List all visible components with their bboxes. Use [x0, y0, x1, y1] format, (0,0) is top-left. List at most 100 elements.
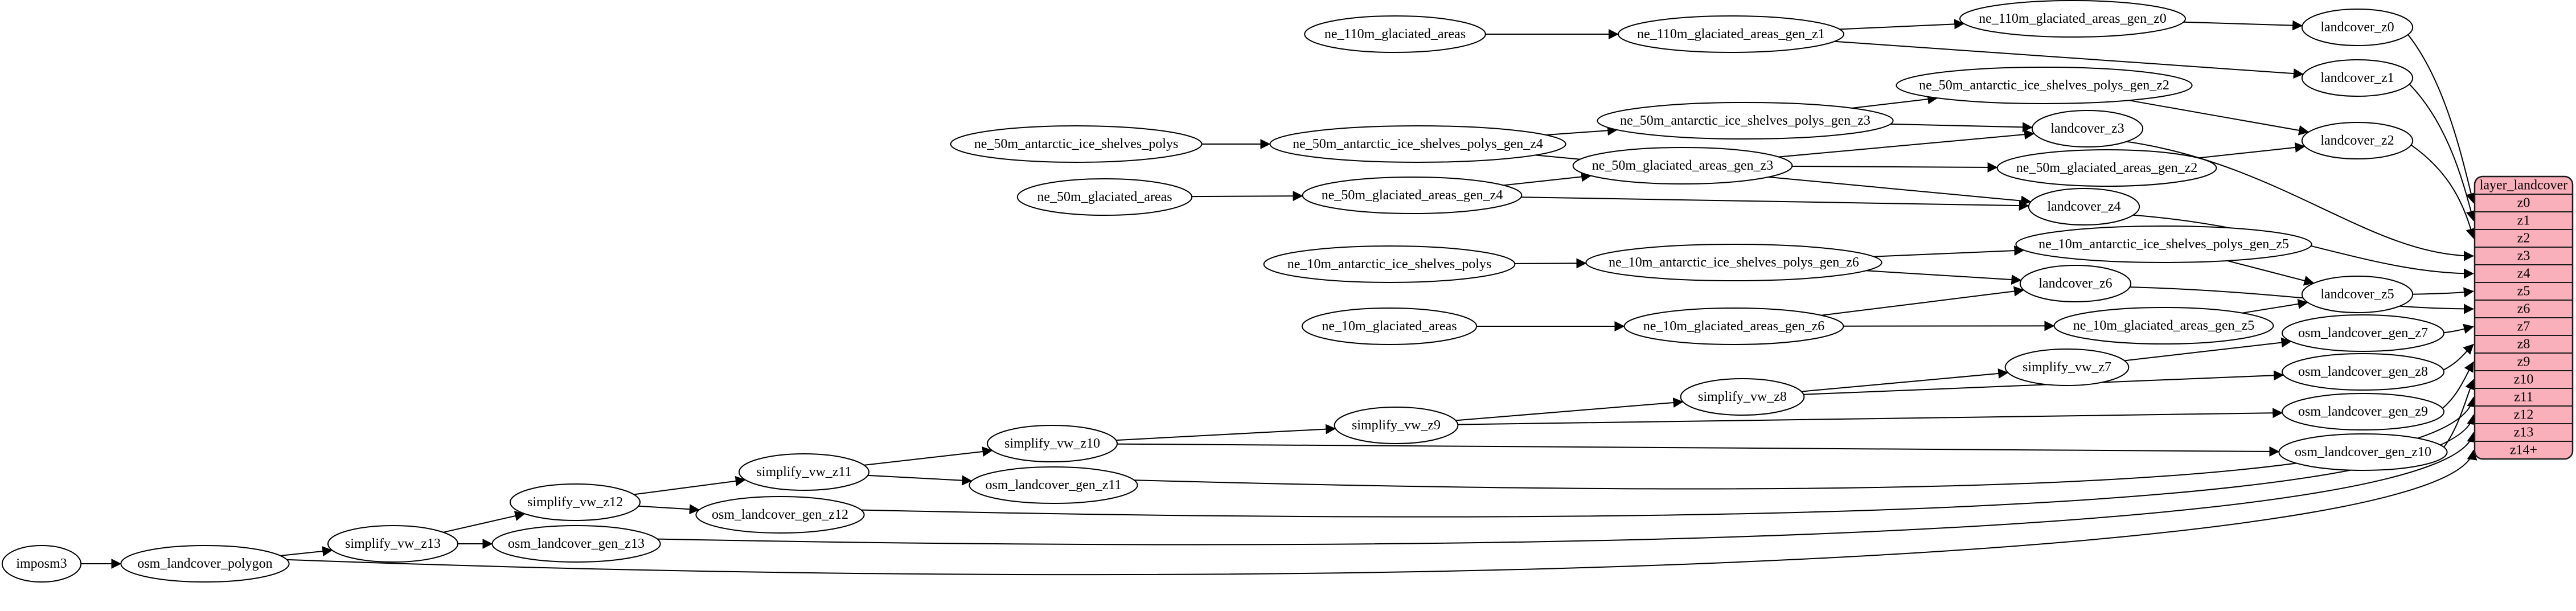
- edge-ne_50m_antarctic_ice_shelves_polys_gen_z2-to-landcover_z2: [2128, 100, 2310, 136]
- node-landcover_z3: landcover_z3: [2031, 110, 2144, 147]
- edge-ne_50m_antarctic_ice_shelves_polys_gen_z3-to-ne_50m_antarctic_ice_shelves_polys_gen_z2: [1852, 94, 1938, 109]
- edge-landcover_z5-to-layer_landcover-z5: [2413, 287, 2474, 298]
- node-landcover_z6-shape: [2019, 265, 2132, 302]
- node-osm_landcover_polygon: osm_landcover_polygon: [120, 545, 290, 583]
- edge-simplify_vw_z12-to-simplify_vw_z11: [634, 475, 746, 495]
- node-ne_50m_glaciated_areas-shape: [1016, 178, 1193, 216]
- edge-ne_110m_glaciated_areas_gen_z1-to-ne_110m_glaciated_areas_gen_z0: [1839, 19, 1965, 30]
- edge-simplify_vw_z9-to-osm_landcover_gen_z9: [1458, 408, 2283, 425]
- node-ne_110m_glaciated_areas-shape: [1304, 15, 1486, 53]
- node-ne_110m_glaciated_areas-label: ne_110m_glaciated_areas: [1324, 27, 1466, 42]
- edge-osm_landcover_gen_z8-to-layer_landcover-z8: [2443, 343, 2474, 371]
- node-ne_10m_glaciated_areas_gen_z6-shape: [1623, 307, 1844, 345]
- edge-ne_10m_glaciated_areas_gen_z5-to-landcover_z5: [2242, 298, 2308, 314]
- table-row-z3: z3: [2517, 249, 2530, 264]
- table-row-z4: z4: [2517, 266, 2530, 281]
- edge-landcover_z2-to-layer_landcover-z2: [2410, 144, 2476, 239]
- node-ne_50m_glaciated_areas_gen_z4: ne_50m_glaciated_areas_gen_z4: [1302, 177, 1523, 214]
- node-ne_10m_antarctic_ice_shelves_polys_gen_z5: ne_10m_antarctic_ice_shelves_polys_gen_z…: [2015, 225, 2312, 263]
- node-osm_landcover_gen_z8-shape: [2282, 353, 2444, 391]
- node-landcover_z5-shape: [2301, 276, 2414, 313]
- node-osm_landcover_gen_z12-shape: [695, 496, 865, 534]
- node-landcover_z4-shape: [2028, 188, 2140, 225]
- node-ne_50m_glaciated_areas_gen_z2: ne_50m_glaciated_areas_gen_z2: [1996, 149, 2217, 187]
- node-landcover_z2: landcover_z2: [2301, 122, 2414, 159]
- node-ne_50m_antarctic_ice_shelves_polys-shape: [950, 125, 1203, 163]
- node-simplify_vw_z11: simplify_vw_z11: [739, 453, 869, 491]
- node-osm_landcover_gen_z13-label: osm_landcover_gen_z13: [508, 536, 645, 551]
- node-ne_50m_antarctic_ice_shelves_polys_gen_z4-shape: [1269, 125, 1566, 163]
- node-simplify_vw_z11-shape: [739, 453, 869, 491]
- node-osm_landcover_gen_z9: osm_landcover_gen_z9: [2282, 393, 2444, 430]
- table-row-z9: z9: [2517, 355, 2530, 370]
- edge-landcover_z1-to-layer_landcover-z1: [2409, 84, 2476, 222]
- node-landcover_z3-label: landcover_z3: [2050, 121, 2124, 136]
- table-row-z0: z0: [2517, 196, 2530, 211]
- table-row-z1: z1: [2517, 214, 2530, 228]
- edge-simplify_vw_z7-to-osm_landcover_gen_z7: [2124, 337, 2292, 362]
- node-landcover_z0-shape: [2301, 9, 2414, 46]
- node-ne_50m_glaciated_areas_gen_z3: ne_50m_glaciated_areas_gen_z3: [1572, 147, 1793, 184]
- node-imposm3-shape: [1, 545, 82, 583]
- node-ne_10m_antarctic_ice_shelves_polys-label: ne_10m_antarctic_ice_shelves_polys: [1287, 257, 1492, 272]
- edge-simplify_vw_z11-to-simplify_vw_z10: [864, 446, 993, 466]
- node-ne_10m_antarctic_ice_shelves_polys: ne_10m_antarctic_ice_shelves_polys: [1263, 245, 1516, 283]
- edge-simplify_vw_z13-to-simplify_vw_z12: [443, 511, 526, 533]
- node-osm_landcover_gen_z9-label: osm_landcover_gen_z9: [2298, 404, 2428, 419]
- node-simplify_vw_z7-shape: [2004, 348, 2130, 386]
- node-ne_10m_antarctic_ice_shelves_polys_gen_z6-label: ne_10m_antarctic_ice_shelves_polys_gen_z…: [1609, 255, 1859, 270]
- node-osm_landcover_gen_z11-shape: [969, 466, 1138, 504]
- node-landcover_z2-shape: [2301, 122, 2414, 159]
- node-simplify_vw_z12-shape: [510, 483, 641, 521]
- edge-landcover_z6-to-layer_landcover-z6: [2130, 286, 2474, 314]
- node-simplify_vw_z8: simplify_vw_z8: [1680, 378, 1805, 416]
- edge-osm_landcover_gen_z10-to-layer_landcover-z10: [2443, 379, 2475, 448]
- node-ne_110m_glaciated_areas_gen_z1-label: ne_110m_glaciated_areas_gen_z1: [1637, 27, 1825, 42]
- node-simplify_vw_z13: simplify_vw_z13: [327, 525, 458, 563]
- edge-simplify_vw_z11-to-osm_landcover_gen_z11: [868, 474, 973, 486]
- node-simplify_vw_z7-label: simplify_vw_z7: [2023, 360, 2111, 375]
- table-layer_landcover: layer_landcoverz0z1z2z3z4z5z6z7z8z9z10z1…: [2474, 175, 2574, 460]
- node-osm_landcover_gen_z7: osm_landcover_gen_z7: [2282, 314, 2444, 352]
- node-osm_landcover_gen_z9-shape: [2282, 393, 2444, 430]
- node-ne_50m_glaciated_areas_gen_z4-shape: [1302, 177, 1523, 214]
- node-landcover_z1: landcover_z1: [2301, 59, 2414, 97]
- node-simplify_vw_z11-label: simplify_vw_z11: [756, 465, 851, 479]
- node-ne_110m_glaciated_areas_gen_z0-shape: [1959, 0, 2186, 38]
- node-osm_landcover_gen_z10-shape: [2278, 433, 2448, 471]
- node-ne_10m_antarctic_ice_shelves_polys_gen_z5-shape: [2015, 225, 2312, 263]
- node-landcover_z6: landcover_z6: [2019, 265, 2132, 302]
- edge-osm_landcover_gen_z7-to-layer_landcover-z7: [2443, 323, 2474, 334]
- node-osm_landcover_gen_z12: osm_landcover_gen_z12: [695, 496, 865, 534]
- node-ne_10m_glaciated_areas_gen_z5-shape: [2053, 307, 2274, 345]
- node-ne_110m_glaciated_areas_gen_z1-shape: [1618, 15, 1844, 53]
- node-simplify_vw_z8-label: simplify_vw_z8: [1698, 389, 1787, 404]
- node-ne_50m_antarctic_ice_shelves_polys_gen_z2: ne_50m_antarctic_ice_shelves_polys_gen_z…: [1896, 67, 2193, 104]
- node-ne_10m_antarctic_ice_shelves_polys_gen_z6-shape: [1585, 244, 1882, 281]
- edge-osm_landcover_gen_z12-to-layer_landcover-z12: [861, 414, 2477, 518]
- node-simplify_vw_z10-label: simplify_vw_z10: [1004, 436, 1100, 451]
- node-osm_landcover_gen_z8-label: osm_landcover_gen_z8: [2298, 364, 2428, 379]
- edge-simplify_vw_z9-to-simplify_vw_z8: [1455, 397, 1684, 421]
- table-row-z5: z5: [2517, 284, 2530, 299]
- node-simplify_vw_z9-label: simplify_vw_z9: [1352, 418, 1441, 433]
- node-imposm3: imposm3: [1, 545, 82, 583]
- node-ne_50m_antarctic_ice_shelves_polys-label: ne_50m_antarctic_ice_shelves_polys: [974, 137, 1179, 151]
- node-ne_10m_glaciated_areas_gen_z6-label: ne_10m_glaciated_areas_gen_z6: [1643, 319, 1825, 334]
- node-osm_landcover_gen_z8: osm_landcover_gen_z8: [2282, 353, 2444, 391]
- node-simplify_vw_z13-label: simplify_vw_z13: [345, 536, 441, 551]
- node-osm_landcover_gen_z10-label: osm_landcover_gen_z10: [2295, 445, 2431, 460]
- table-row-z11: z11: [2514, 390, 2533, 405]
- edge-ne_110m_glaciated_areas_gen_z1-to-landcover_z1: [1834, 40, 2304, 79]
- edge-ne_10m_antarctic_ice_shelves_polys_gen_z6-to-ne_10m_antarctic_ice_shelves_polys_gen_z5: [1873, 245, 2025, 257]
- node-ne_10m_glaciated_areas_gen_z5: ne_10m_glaciated_areas_gen_z5: [2053, 307, 2274, 345]
- node-osm_landcover_gen_z11: osm_landcover_gen_z11: [969, 466, 1138, 504]
- node-landcover_z3-shape: [2031, 110, 2144, 147]
- edges-layer: [81, 19, 2477, 576]
- edge-osm_landcover_gen_z13-to-layer_landcover-z13: [657, 432, 2477, 546]
- node-ne_50m_antarctic_ice_shelves_polys_gen_z3-shape: [1597, 102, 1894, 140]
- node-osm_landcover_gen_z10: osm_landcover_gen_z10: [2278, 433, 2448, 471]
- node-simplify_vw_z13-shape: [327, 525, 458, 563]
